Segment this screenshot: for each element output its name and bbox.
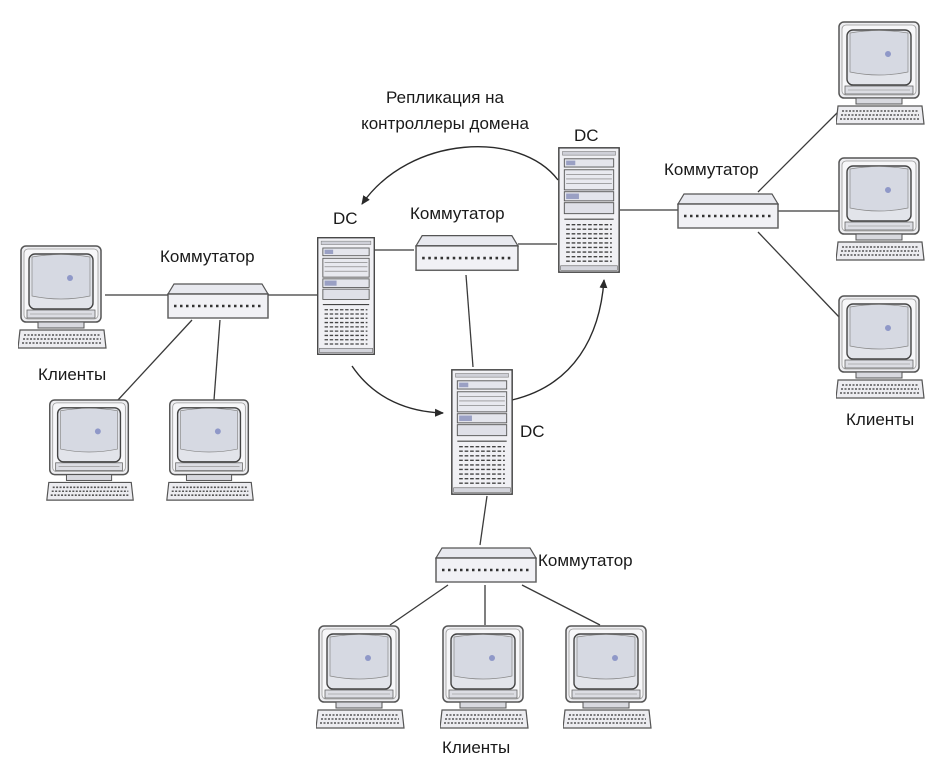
replication-arrow-top bbox=[361, 146, 559, 205]
client-left-bottom-1 bbox=[46, 399, 135, 501]
clients-label-bottom: Клиенты bbox=[442, 738, 510, 757]
clients-label-left: Клиенты bbox=[38, 365, 106, 384]
dc-label-center-left: DC bbox=[333, 209, 358, 228]
dc-label-bottom-center: DC bbox=[520, 422, 545, 441]
replication-arrows bbox=[351, 146, 608, 417]
client-right-3 bbox=[836, 295, 925, 399]
replication-label-line1: Репликация на bbox=[386, 88, 504, 107]
switch-label-right: Коммутатор bbox=[664, 160, 759, 179]
client-bottom-3 bbox=[563, 625, 652, 729]
dc-server-bottom-center bbox=[451, 369, 513, 495]
client-right-1 bbox=[836, 21, 925, 125]
switch-right bbox=[676, 192, 780, 230]
connections bbox=[105, 107, 843, 626]
switch-bottom bbox=[434, 546, 538, 584]
client-left-bottom-2 bbox=[166, 399, 255, 501]
switch-label-left: Коммутатор bbox=[160, 247, 255, 266]
switch-label-bottom: Коммутатор bbox=[538, 551, 633, 570]
replication-label-line2: контроллеры домена bbox=[361, 114, 529, 133]
client-right-2 bbox=[836, 157, 925, 261]
replication-arrow-left bbox=[351, 365, 444, 417]
switch-left bbox=[166, 282, 270, 320]
client-bottom-2 bbox=[440, 625, 529, 729]
dc-label-top-right: DC bbox=[574, 126, 599, 145]
client-bottom-1 bbox=[316, 625, 405, 729]
switch-center bbox=[414, 234, 520, 272]
replication-arrow-right bbox=[511, 279, 608, 401]
switch-label-center: Коммутатор bbox=[410, 204, 505, 223]
dc-server-top-right bbox=[558, 147, 620, 273]
client-left-top bbox=[18, 245, 107, 349]
clients-label-right: Клиенты bbox=[846, 410, 914, 429]
dc-server-center-left bbox=[316, 236, 376, 356]
